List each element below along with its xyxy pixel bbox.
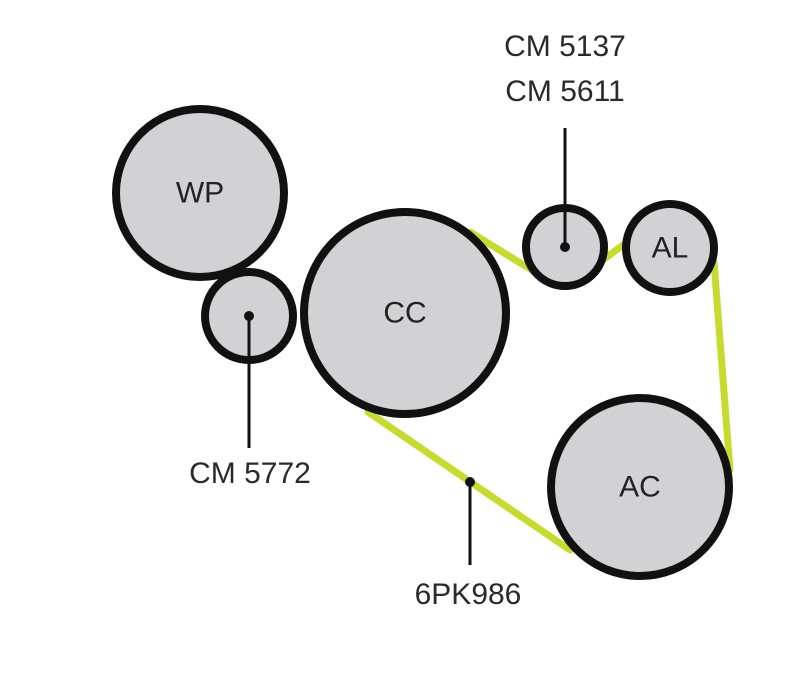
pulley-wp-label: WP: [176, 177, 224, 210]
pulley-cc-label: CC: [383, 297, 426, 330]
belt-segment-cc-tensioner: [466, 228, 539, 276]
belt-leader-dot: [465, 477, 475, 487]
tensioner-callout-1: CM 5137: [504, 30, 626, 63]
pulley-al: [622, 200, 718, 296]
idler-callout: CM 5772: [189, 457, 311, 490]
pulley-ac-label: AC: [619, 471, 661, 504]
pulley-cc: [300, 208, 510, 418]
tensioner-callout-2: CM 5611: [505, 75, 625, 108]
pulley-ac: [547, 394, 733, 580]
belt-segment-al-ac: [710, 258, 734, 474]
pulley-wp: [112, 105, 288, 281]
belt-callout: 6PK986: [415, 578, 522, 611]
idler-leader-dot: [244, 311, 254, 321]
pulley-al-label: AL: [652, 232, 689, 265]
tensioner-leader-dot: [560, 242, 570, 252]
